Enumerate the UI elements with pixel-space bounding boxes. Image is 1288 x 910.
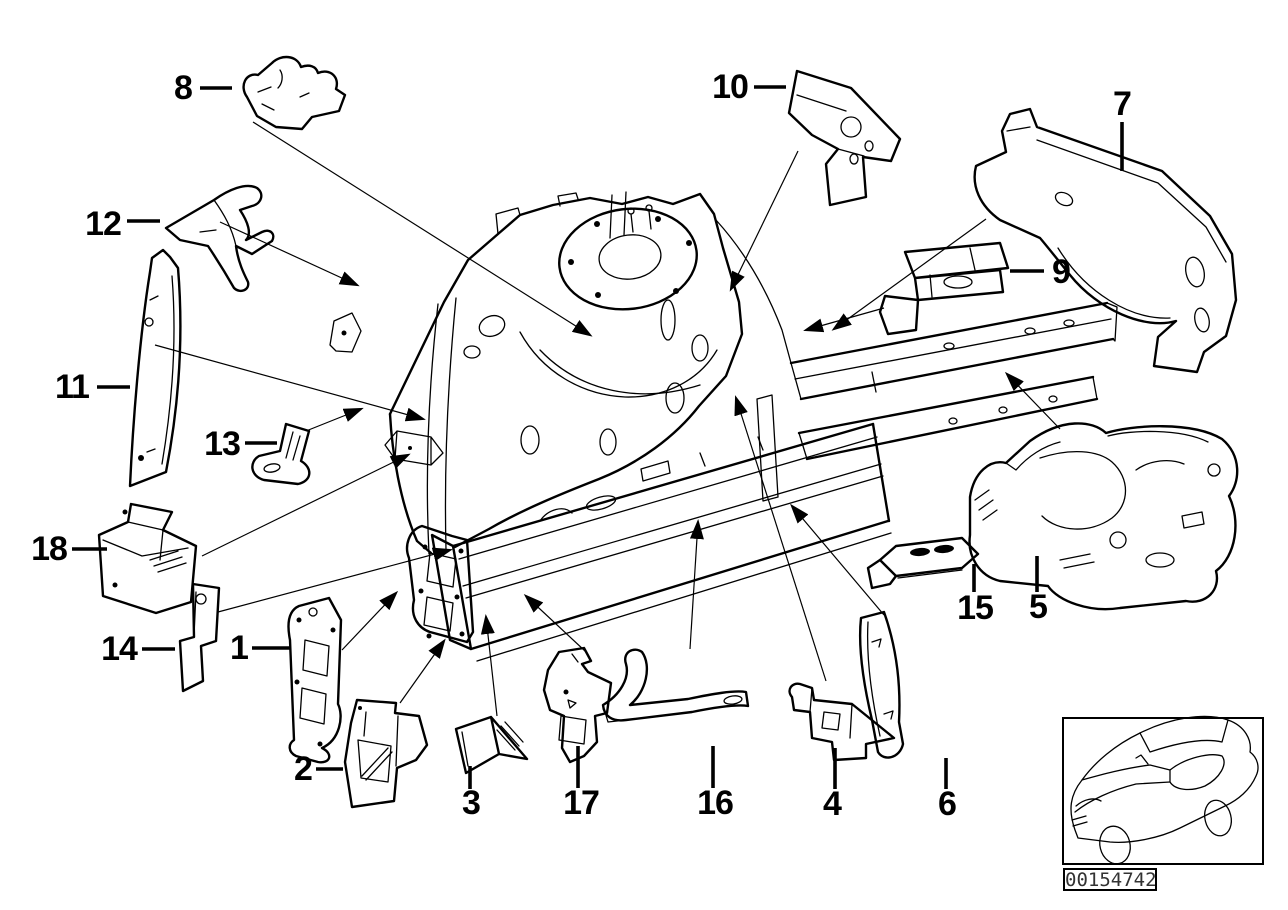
part-label-12[interactable]: 12 [85, 205, 122, 243]
part-label-6[interactable]: 6 [938, 785, 957, 823]
assembly-drawing [329, 191, 1118, 662]
part-13-drawing [251, 422, 311, 486]
part-3-drawing [454, 715, 529, 775]
part-17-drawing [542, 646, 613, 764]
part-label-15[interactable]: 15 [957, 589, 994, 627]
part-2-drawing [343, 698, 429, 809]
part-label-13[interactable]: 13 [204, 425, 241, 463]
image-id-plate: 00154742 [1063, 868, 1157, 891]
part-11-drawing [128, 248, 182, 488]
part-label-9[interactable]: 9 [1052, 253, 1071, 291]
part-15-drawing [866, 536, 980, 590]
part-label-5[interactable]: 5 [1029, 588, 1048, 626]
part-7-drawing [973, 107, 1238, 374]
part-label-17[interactable]: 17 [563, 784, 600, 822]
part-4-drawing [788, 682, 896, 762]
part-label-3[interactable]: 3 [462, 784, 481, 822]
part-label-1[interactable]: 1 [230, 629, 249, 667]
leader-arrows [154, 121, 1061, 717]
part-label-4[interactable]: 4 [823, 785, 842, 823]
label-connectors [72, 85, 1124, 789]
part-18-drawing [97, 502, 198, 615]
car-inset-box [1062, 717, 1264, 865]
part-16-drawing [601, 648, 750, 723]
part-9-drawing [878, 241, 1010, 336]
part-10-drawing [787, 69, 902, 207]
part-label-18[interactable]: 18 [31, 530, 68, 568]
part-1-drawing [287, 596, 343, 764]
part-label-10[interactable]: 10 [712, 68, 749, 106]
part-label-7[interactable]: 7 [1113, 85, 1132, 123]
part-label-2[interactable]: 2 [294, 750, 313, 788]
part-label-11[interactable]: 11 [55, 368, 90, 406]
part-14-drawing [178, 582, 221, 693]
part-8-drawing [242, 55, 347, 131]
part-12-drawing [164, 184, 275, 293]
part-label-16[interactable]: 16 [697, 784, 734, 822]
part-label-14[interactable]: 14 [101, 630, 138, 668]
part-6-drawing [858, 610, 905, 759]
part-label-8[interactable]: 8 [174, 69, 193, 107]
car-inset-drawing [1070, 715, 1259, 865]
part-5-drawing [968, 422, 1239, 611]
